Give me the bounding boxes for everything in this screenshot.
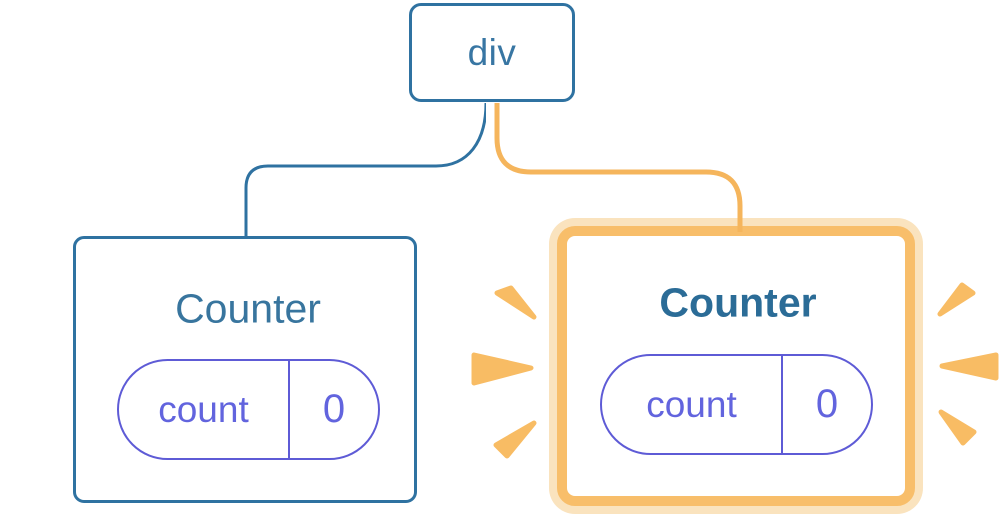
spark-icon	[938, 409, 977, 446]
counter-right-title: Counter	[659, 279, 817, 326]
counter-right-state-value: 0	[815, 382, 839, 426]
edge-div-to-right-counter-casing	[486, 103, 751, 218]
spark-icon	[0, 352, 61, 387]
sparks-left-counter	[0, 285, 61, 459]
edge-div-to-left-counter	[244, 102, 488, 237]
spark-icon	[493, 420, 537, 459]
spark-icon	[22, 285, 58, 320]
spark-icon	[939, 352, 999, 381]
counter-left-state-pill: count 0	[117, 359, 380, 460]
counter-right-state-key: count	[602, 356, 783, 453]
div-node-label: div	[467, 31, 517, 73]
counter-left-title: Counter	[175, 285, 321, 332]
counter-left-state-key: count	[119, 361, 290, 458]
counter-left-state-value: 0	[322, 387, 346, 431]
spark-icon	[471, 352, 534, 386]
counter-right-state-pill: count 0	[600, 354, 873, 455]
spark-icon	[19, 416, 59, 459]
spark-icon	[494, 285, 537, 320]
spark-icon	[937, 282, 976, 317]
counter-card-left: Counter count 0	[73, 236, 417, 503]
tree-node-div: div	[409, 3, 575, 102]
counter-card-right-highlighted: Counter count 0	[557, 226, 915, 506]
edge-div-to-right-counter	[494, 103, 743, 232]
